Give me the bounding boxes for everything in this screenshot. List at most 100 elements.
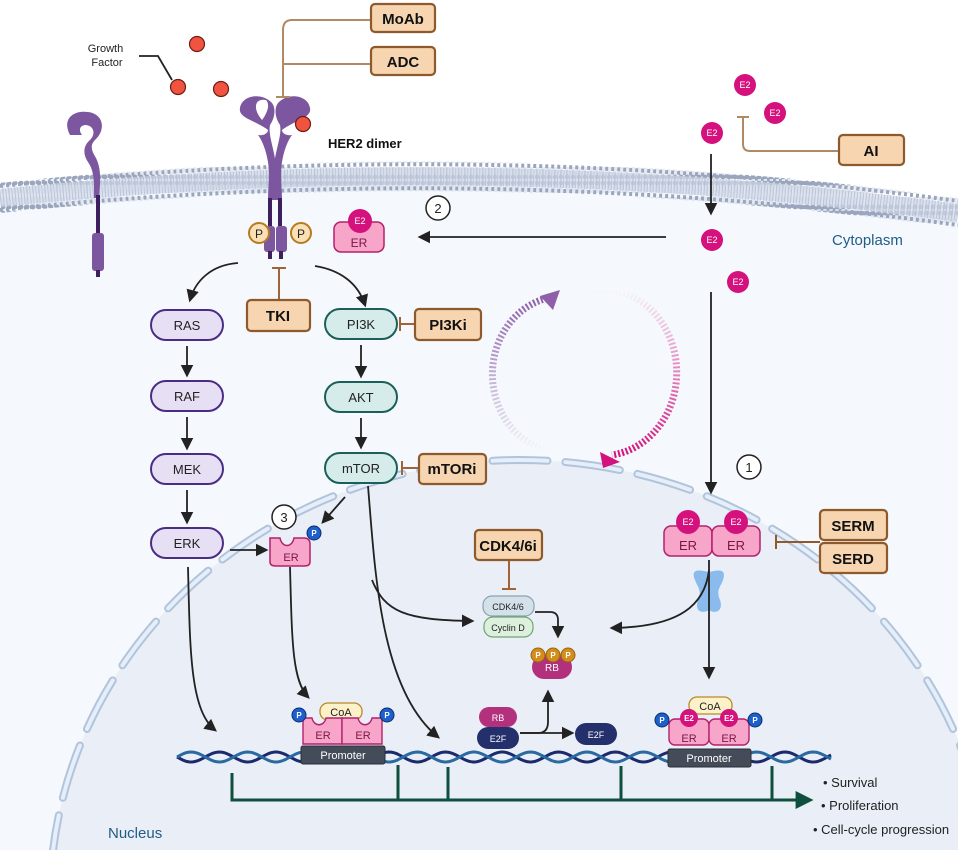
- mtori-drug-box: mTORi: [417, 452, 488, 486]
- moab-adc-inhibition-line: [276, 19, 370, 98]
- svg-text:E2: E2: [684, 714, 694, 723]
- growth-factor-ligand: [188, 35, 206, 53]
- svg-text:RB: RB: [545, 663, 559, 674]
- pi3k-label: mTOR: [342, 461, 380, 476]
- svg-text:ER: ER: [283, 552, 298, 564]
- step-2-marker: 2: [425, 195, 451, 221]
- svg-text:P: P: [255, 227, 263, 241]
- mtori-inhibition-line: [401, 461, 419, 475]
- mapk-label: ERK: [174, 536, 201, 551]
- svg-text:P: P: [297, 227, 305, 241]
- svg-text:ER: ER: [315, 730, 330, 742]
- right-er-coactivator-complex: CoA E2 E2 ER ER P P: [654, 696, 763, 746]
- pi3k-node-pi3k: PI3K: [324, 308, 398, 340]
- growth-factor-ligand: [169, 78, 187, 96]
- svg-text:Promoter: Promoter: [686, 753, 732, 765]
- svg-text:MoAb: MoAb: [382, 11, 424, 28]
- estradiol-molecule: E2: [727, 271, 749, 293]
- mapk-label: MEK: [173, 462, 202, 477]
- step-1-marker: 1: [736, 454, 762, 480]
- transcription-output: [230, 765, 814, 809]
- growth-factor-label: Growth Factor: [88, 43, 127, 69]
- estradiol-molecule: E2: [764, 102, 786, 124]
- phosphate-badge: P: [248, 222, 270, 244]
- pi3k-node-akt: AKT: [324, 381, 398, 413]
- mtor-to-cdk-arrow: [371, 579, 475, 628]
- svg-text:E2: E2: [732, 277, 743, 287]
- ai-drug-box: AI: [837, 133, 906, 167]
- svg-text:P: P: [752, 716, 758, 725]
- estradiol-molecule: E2: [701, 122, 723, 144]
- svg-text:mTORi: mTORi: [428, 461, 477, 478]
- pi3ki-inhibition-line: [399, 317, 415, 331]
- left-er-coactivator-complex: CoA ER ER P P: [291, 702, 395, 745]
- er-dimer-to-cdk-arrow: [609, 569, 710, 635]
- svg-text:2: 2: [434, 201, 441, 216]
- her2-dimer-label: HER2 dimer: [328, 136, 402, 151]
- svg-text:1: 1: [745, 460, 752, 475]
- svg-text:TKI: TKI: [266, 308, 290, 325]
- mtor-to-er-arrow: [321, 496, 346, 524]
- adc-drug-box: ADC: [369, 45, 437, 77]
- svg-text:E2: E2: [682, 517, 693, 527]
- svg-text:ER: ER: [355, 730, 370, 742]
- svg-text:P: P: [535, 651, 541, 660]
- nucleus-label: Nucleus: [108, 825, 162, 842]
- ai-inhibition-line: [737, 116, 838, 152]
- svg-text:CoA: CoA: [330, 707, 352, 719]
- svg-text:SERD: SERD: [832, 551, 874, 568]
- promoter-region: Promoter: [667, 748, 752, 768]
- her2-monomer: [67, 111, 104, 277]
- phosphate-badge: P: [290, 222, 312, 244]
- svg-text:P: P: [384, 711, 390, 720]
- svg-text:RB: RB: [492, 713, 505, 723]
- svg-text:ER: ER: [681, 733, 696, 745]
- svg-text:ADC: ADC: [387, 54, 420, 71]
- svg-text:CDK4/6: CDK4/6: [492, 602, 524, 612]
- mapk-node-mek: MEK: [150, 453, 224, 485]
- mapk-label: RAF: [174, 389, 200, 404]
- svg-text:Cyclin D: Cyclin D: [491, 623, 525, 633]
- svg-text:ER: ER: [679, 538, 697, 553]
- cdk-to-rb-arrow: [535, 611, 565, 639]
- her2-to-ras-arrow: [186, 262, 239, 303]
- pi3ki-drug-box: PI3Ki: [413, 307, 483, 342]
- tki-inhibition-line: [272, 267, 286, 300]
- svg-text:E2: E2: [354, 216, 365, 226]
- tki-drug-box: TKI: [245, 298, 312, 333]
- estradiol-molecule: E2: [734, 74, 756, 96]
- svg-text:E2: E2: [769, 108, 780, 118]
- svg-text:E2: E2: [739, 80, 750, 90]
- phospho-er: ER P: [269, 525, 322, 567]
- svg-text:ER: ER: [721, 733, 736, 745]
- svg-text:P: P: [659, 716, 665, 725]
- phospho-rb: RB P P P: [530, 647, 576, 679]
- er-e2-dimer: E2 E2 ER ER: [663, 510, 761, 557]
- svg-text:E2: E2: [706, 235, 717, 245]
- svg-text:AI: AI: [864, 143, 879, 160]
- crosstalk-cycle-arrows: [488, 285, 681, 468]
- mapk-label: RAS: [174, 318, 201, 333]
- mapk-node-erk: ERK: [150, 527, 224, 559]
- cdk46i-drug-box: CDK4/6i: [473, 528, 544, 562]
- svg-text:E2F: E2F: [588, 730, 605, 740]
- svg-text:ER: ER: [727, 538, 745, 553]
- svg-text:CDK4/6i: CDK4/6i: [479, 538, 537, 555]
- svg-text:E2: E2: [730, 517, 741, 527]
- cdk46i-inhibition-line: [502, 561, 516, 590]
- svg-text:CoA: CoA: [699, 701, 721, 713]
- svg-text:E2F: E2F: [490, 734, 507, 744]
- moab-drug-box: MoAb: [369, 2, 437, 34]
- svg-text:P: P: [550, 651, 556, 660]
- outcome-1: • Proliferation: [821, 798, 899, 813]
- outcome-2: • Cell-cycle progression: [813, 822, 949, 837]
- pi3k-node-mtor: mTOR: [324, 452, 398, 484]
- svg-text:3: 3: [280, 510, 287, 525]
- pi3k-label: AKT: [348, 390, 373, 405]
- promoter-region: Promoter: [300, 745, 386, 765]
- svg-text:SERM: SERM: [831, 518, 874, 535]
- serm-drug-box: SERM: [818, 508, 889, 542]
- svg-text:PI3Ki: PI3Ki: [429, 317, 467, 334]
- mtor-to-dna-arrow: [367, 485, 440, 739]
